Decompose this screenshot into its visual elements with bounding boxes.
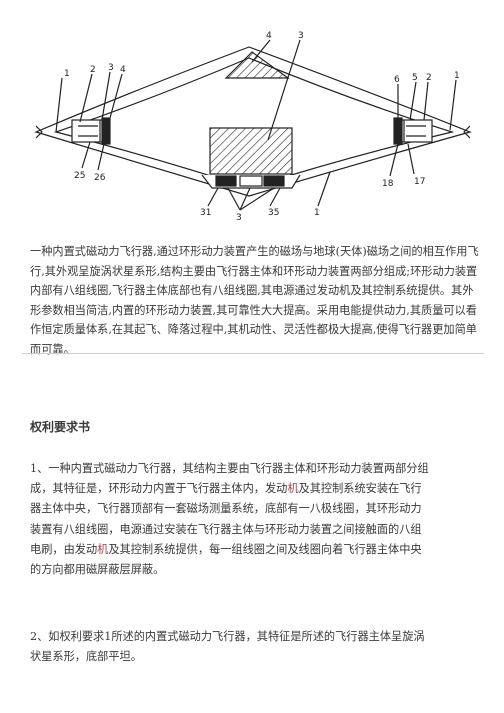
patent-figure: 1 2 3 4 4 3 6 5 2 1 25 26 18 17 31 3 35 … xyxy=(34,31,472,223)
fig-label: 25 xyxy=(74,171,85,181)
fig-label: 4 xyxy=(266,31,272,41)
claim-2: 2、如权利要求1所述的内置式磁动力飞行器，其特征是所述的飞行器主体呈旋涡状星系形… xyxy=(30,630,425,664)
right-coil xyxy=(393,117,433,145)
claims-heading: 权利要求书 xyxy=(30,420,91,434)
fig-label: 3 xyxy=(236,213,242,223)
craft-body-outline xyxy=(34,46,472,197)
fig-label: 5 xyxy=(412,73,418,83)
fig-label: 2 xyxy=(426,73,432,83)
center-block xyxy=(209,127,293,175)
fig-label: 31 xyxy=(200,208,211,218)
ring-outline xyxy=(53,57,455,189)
fig-label: 6 xyxy=(394,75,400,85)
highlighted-term: 机 xyxy=(97,542,109,556)
fig-label: 35 xyxy=(268,208,279,218)
fig-label: 1 xyxy=(454,71,460,81)
fig-label: 3 xyxy=(298,31,304,41)
fig-label: 26 xyxy=(94,173,106,183)
fig-label: 1 xyxy=(314,208,320,218)
fig-label: 2 xyxy=(90,65,96,75)
left-coil xyxy=(71,117,111,145)
fig-label: 18 xyxy=(382,179,394,189)
fig-label: 4 xyxy=(120,65,126,75)
abstract-text: 一种内置式磁动力飞行器,通过环形动力装置产生的磁场与地球(天体)磁场之间的相互作… xyxy=(30,245,479,356)
fig-label: 3 xyxy=(108,63,114,73)
fig-label: 17 xyxy=(414,177,425,187)
claim-1: 1、一种内置式磁动力飞行器，其结构主要由飞行器主体和环形动力装置两部分组成，其特… xyxy=(30,462,429,577)
fig-label: 1 xyxy=(64,69,70,79)
highlighted-term: 机 xyxy=(287,482,299,496)
top-cone xyxy=(224,51,290,79)
section-divider xyxy=(22,353,484,354)
